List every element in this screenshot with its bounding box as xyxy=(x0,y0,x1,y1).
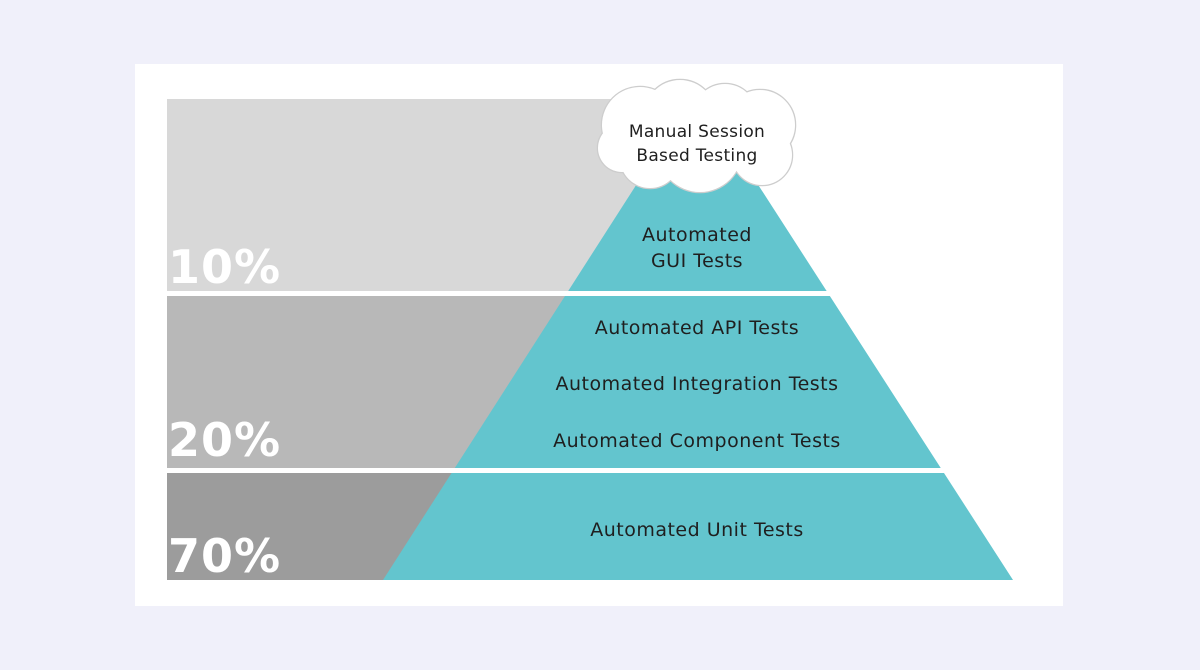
percent-label-10: 10% xyxy=(168,240,282,294)
cloud-shape xyxy=(596,78,797,194)
cloud-label-line-2: Based Testing xyxy=(636,146,758,166)
percent-label-70: 70% xyxy=(168,529,282,583)
pyramid-triangle xyxy=(383,90,1013,580)
percent-label-20: 20% xyxy=(168,413,282,467)
test-pyramid-card: Manual Session Based Testing Automated G… xyxy=(135,64,1063,606)
cloud-label-line-1: Manual Session xyxy=(628,122,766,142)
tier-api-tests-label: Automated API Tests xyxy=(594,317,800,339)
tier-gui-tests-label: Automated GUI Tests xyxy=(597,222,797,274)
tier-integration-tests-label: Automated Integration Tests xyxy=(555,373,839,395)
tier-gui-line-2: GUI Tests xyxy=(650,250,744,272)
cloud-label: Manual Session Based Testing xyxy=(597,120,797,168)
tier-component-tests-label: Automated Component Tests xyxy=(553,430,841,452)
tier-unit-tests-label: Automated Unit Tests xyxy=(590,519,804,541)
tier-gui-line-1: Automated xyxy=(642,224,752,246)
tier-separator-line-1 xyxy=(167,291,1025,296)
tier-separator-line-2 xyxy=(167,468,1025,473)
pyramid-graphic xyxy=(167,78,1025,580)
